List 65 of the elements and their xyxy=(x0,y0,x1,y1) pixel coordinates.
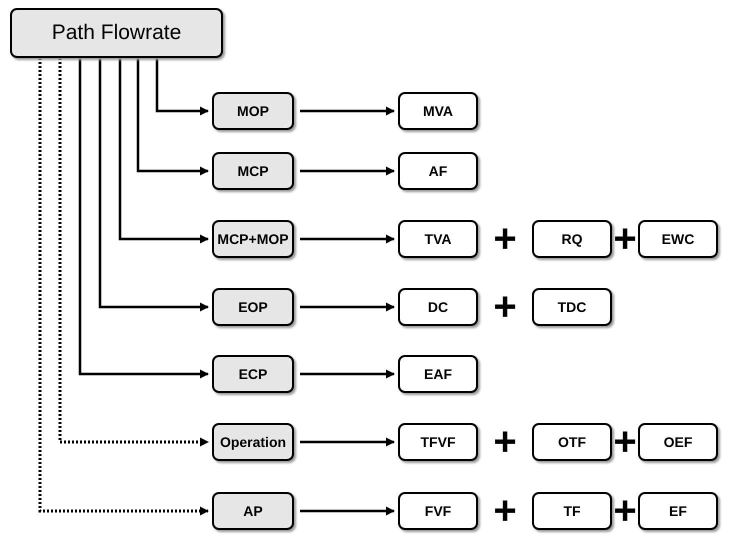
arrow xyxy=(300,302,395,312)
arrow xyxy=(58,58,209,446)
plus-sign: + xyxy=(493,219,517,259)
node-label: EAF xyxy=(424,366,452,382)
node-label: TDC xyxy=(558,299,586,315)
process-box xyxy=(398,423,478,461)
process-box xyxy=(10,8,223,58)
process-box xyxy=(638,492,718,530)
process-box xyxy=(532,288,612,326)
arrow xyxy=(98,58,209,312)
process-box xyxy=(398,492,478,530)
process-box xyxy=(212,220,294,258)
process-box xyxy=(212,92,294,130)
arrow xyxy=(300,166,395,176)
process-box xyxy=(532,492,612,530)
node-label: OTF xyxy=(558,434,586,450)
process-box xyxy=(212,492,294,530)
plus-sign: + xyxy=(493,287,517,327)
plus-sign: + xyxy=(493,422,517,462)
process-box xyxy=(638,220,718,258)
node-label: Operation xyxy=(220,434,286,450)
node-label: TFVF xyxy=(420,434,456,450)
node-label: AF xyxy=(428,163,448,179)
process-box xyxy=(212,152,294,190)
node-label: OEF xyxy=(664,434,692,450)
node-label: EF xyxy=(669,503,687,519)
node-label: Path Flowrate xyxy=(52,21,182,45)
node-label: RQ xyxy=(562,231,582,247)
node-label: MCP+MOP xyxy=(217,231,289,247)
node-label: DC xyxy=(428,299,448,315)
node-label: FVF xyxy=(424,503,452,519)
node-label: ECP xyxy=(238,366,268,382)
arrow xyxy=(300,106,395,116)
node-label: MCP xyxy=(237,163,269,179)
plus-sign: + xyxy=(613,491,637,531)
node-label: TF xyxy=(563,503,581,519)
process-box xyxy=(398,220,478,258)
arrow xyxy=(156,58,209,116)
arrow xyxy=(300,234,395,244)
process-box xyxy=(532,423,612,461)
node-label: TVA xyxy=(424,231,452,247)
arrow xyxy=(78,58,209,378)
process-box xyxy=(398,355,478,393)
process-box xyxy=(212,355,294,393)
plus-sign: + xyxy=(613,219,637,259)
process-box xyxy=(532,220,612,258)
arrow xyxy=(118,58,209,244)
arrow xyxy=(38,58,209,516)
node-label: AP xyxy=(243,503,263,519)
node-label: EWC xyxy=(662,231,694,247)
arrow xyxy=(136,58,209,176)
arrow xyxy=(300,438,395,446)
process-box xyxy=(398,288,478,326)
plus-sign: + xyxy=(613,422,637,462)
node-label: MVA xyxy=(422,103,454,119)
process-box xyxy=(398,92,478,130)
process-box xyxy=(398,152,478,190)
process-box xyxy=(212,288,294,326)
plus-sign: + xyxy=(493,491,517,531)
process-box xyxy=(638,423,718,461)
process-box xyxy=(212,423,294,461)
arrow xyxy=(300,370,395,378)
node-label: EOP xyxy=(238,299,268,315)
node-label: MOP xyxy=(237,103,269,119)
arrow xyxy=(300,506,395,516)
